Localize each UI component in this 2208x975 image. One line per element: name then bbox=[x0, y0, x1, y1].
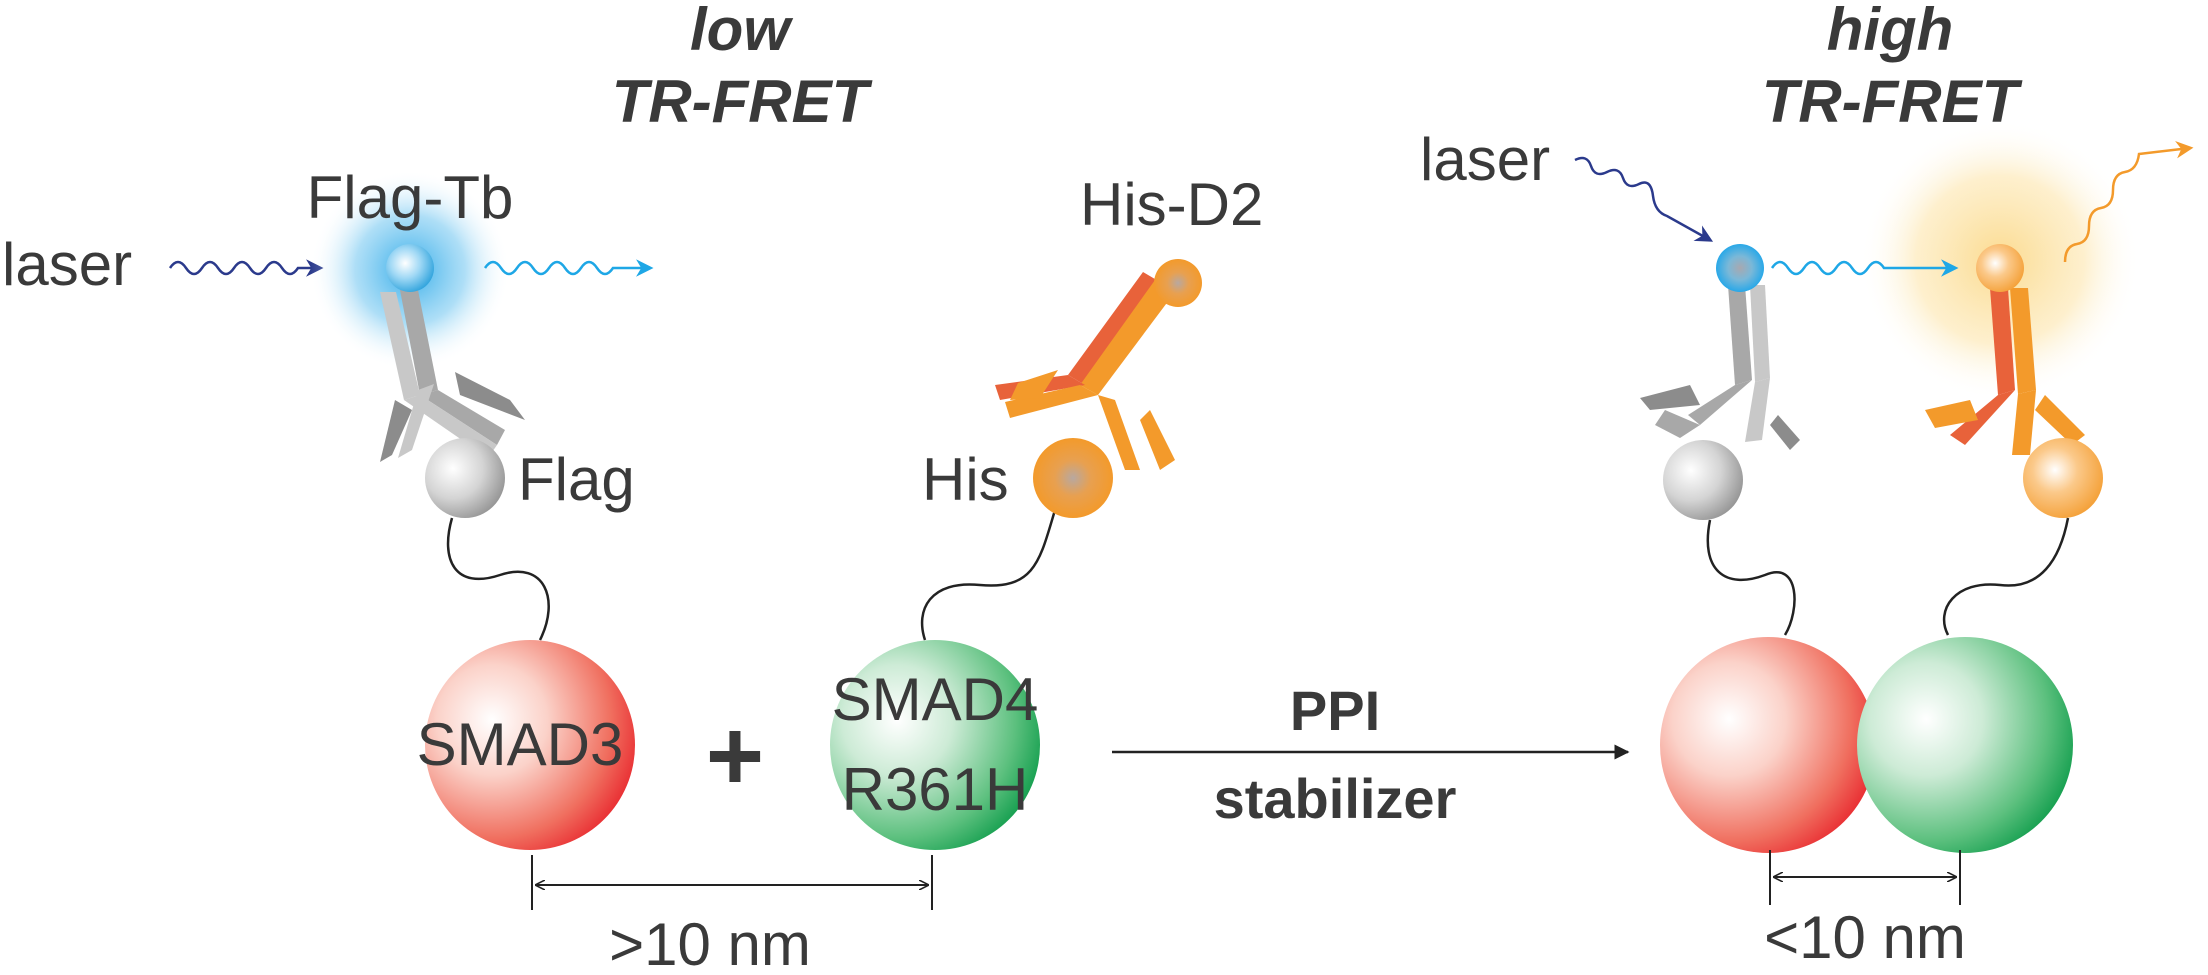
his-label: His bbox=[922, 446, 1009, 513]
ppi-stabilizer-arrow: PPI stabilizer bbox=[1112, 679, 1630, 830]
flag-antibody-right bbox=[1640, 285, 1800, 450]
linker-smad4 bbox=[920, 509, 1057, 641]
linker-right-smad3 bbox=[1706, 519, 1796, 636]
smad4-label: SMAD4 bbox=[832, 666, 1039, 733]
smad3-sphere-right bbox=[1660, 637, 1876, 853]
laser-label-right: laser bbox=[1420, 126, 1550, 193]
his-bead-right bbox=[2023, 438, 2103, 518]
high-title-line1: high bbox=[1827, 0, 1954, 63]
left-state: low TR-FRET laser Flag-Tb Flag SMAD3 bbox=[2, 0, 1263, 975]
emission-wave-left bbox=[483, 259, 654, 277]
his-bead-left bbox=[1033, 438, 1113, 518]
linker-right-smad4 bbox=[1942, 517, 2070, 636]
flag-bead-left bbox=[425, 438, 505, 518]
laser-wave-right bbox=[1574, 156, 1714, 242]
stabilizer-label: stabilizer bbox=[1214, 767, 1457, 830]
linker-smad3 bbox=[446, 517, 550, 641]
smad4-sphere-right bbox=[1857, 637, 2073, 853]
plus-sign: + bbox=[706, 700, 764, 812]
d2-acceptor-bead-left bbox=[1154, 259, 1202, 307]
laser-label-left: laser bbox=[2, 231, 132, 298]
his-d2-antibody-left bbox=[995, 272, 1175, 470]
flag-label: Flag bbox=[518, 446, 635, 513]
tb-donor-bead-right bbox=[1716, 244, 1764, 292]
his-d2-label: His-D2 bbox=[1080, 171, 1263, 238]
smad3-label: SMAD3 bbox=[417, 711, 624, 778]
his-d2-antibody-right bbox=[1925, 288, 2085, 455]
low-title-line1: low bbox=[690, 0, 793, 63]
flag-bead-right bbox=[1663, 440, 1743, 520]
low-title-line2: TR-FRET bbox=[612, 68, 873, 135]
r361h-label: R361H bbox=[842, 756, 1029, 823]
laser-wave-left bbox=[168, 259, 324, 277]
transfer-wave-right bbox=[1770, 259, 1959, 277]
tb-donor-bead-left bbox=[386, 244, 434, 292]
smad4-sphere bbox=[830, 640, 1040, 850]
ppi-label: PPI bbox=[1290, 679, 1380, 742]
smad3-sphere bbox=[425, 640, 635, 850]
flag-tb-label: Flag-Tb bbox=[307, 164, 514, 231]
distance-label-right: <10 nm bbox=[1764, 904, 1966, 971]
d2-acceptor-bead-right bbox=[1976, 244, 2024, 292]
right-state: high TR-FRET laser bbox=[1420, 0, 2194, 971]
emission-wave-right bbox=[2063, 140, 2194, 263]
distance-label-left: >10 nm bbox=[609, 911, 811, 975]
